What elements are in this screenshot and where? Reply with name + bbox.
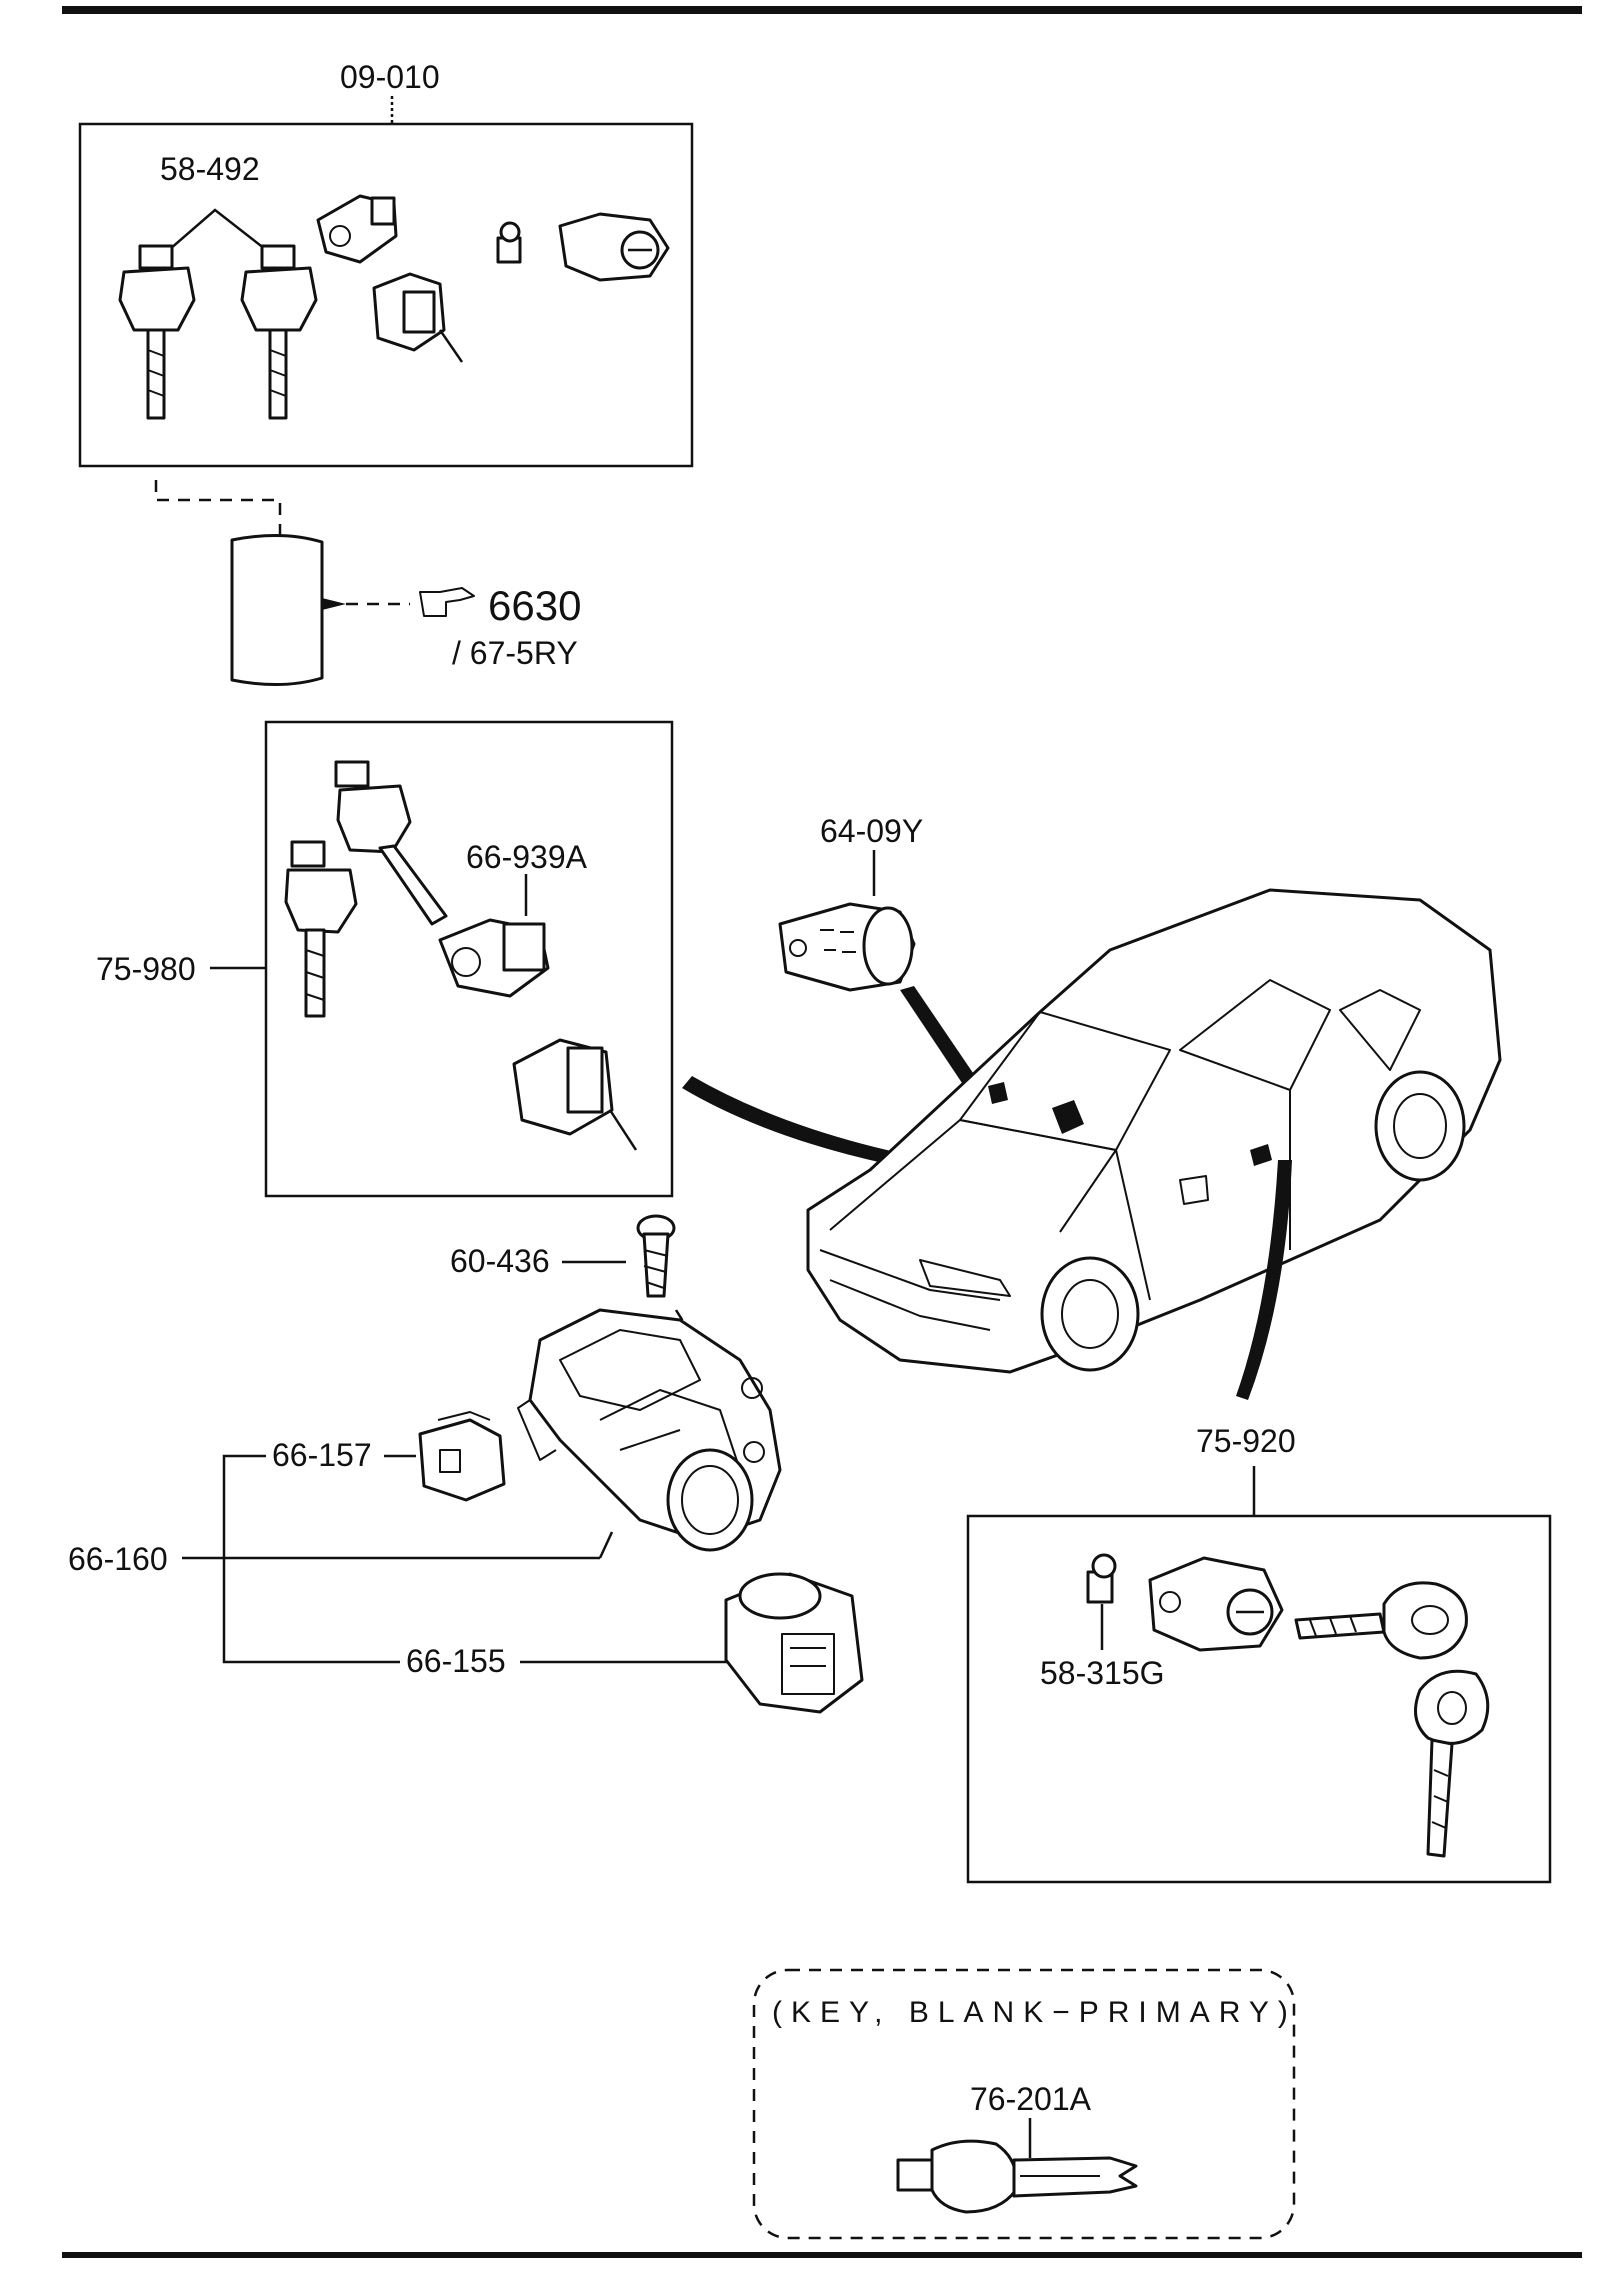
wheel-rear <box>1374 1070 1466 1182</box>
key-right <box>240 244 318 420</box>
top-rule <box>62 6 1582 14</box>
label-door-cylinder: 64-09Y <box>820 813 923 849</box>
door-cylinder-group: 64-09Y <box>778 813 990 1104</box>
label-insert-middle: 66-939A <box>466 839 588 875</box>
cylinder-right <box>1148 1556 1284 1652</box>
cylinder-top <box>558 212 670 282</box>
sleeve-group: 6630 / 67-5RY <box>230 534 581 686</box>
label-kit-middle: 75-980 <box>96 951 196 987</box>
caption-blank-primary: (KEY, BLANK−PRIMARY) <box>772 1996 1297 2029</box>
key-right-b <box>1414 1669 1490 1858</box>
finger-pointer-icon <box>419 587 475 617</box>
insert-middle-lower <box>512 1038 638 1151</box>
ignition-group: 60-436 66-157 66-160 <box>68 1214 864 1714</box>
clip-top <box>496 221 522 264</box>
arrow-to-kit-right <box>1236 1160 1292 1400</box>
key-sleeve <box>230 534 324 686</box>
door-cylinder <box>778 902 916 992</box>
spring-clip <box>1086 1553 1117 1604</box>
label-sleeve-ref: 6630 <box>488 582 581 629</box>
kit-right-group: 75-920 58-315G <box>966 1423 1552 1884</box>
insert-middle <box>438 918 550 998</box>
car-body <box>806 888 1502 1374</box>
bottom-rule <box>62 2252 1582 2258</box>
callout-box <box>752 1968 1296 2240</box>
insert-upper <box>316 194 398 264</box>
ignition-switch <box>724 1572 864 1714</box>
blank-key <box>896 2139 1138 2214</box>
kit-top-group: 09-010 58-492 <box>78 59 694 540</box>
label-kit-top: 09-010 <box>340 59 440 95</box>
ignition-body <box>517 1308 782 1552</box>
connector <box>418 1411 506 1502</box>
screw <box>636 1214 676 1298</box>
kit-middle-box <box>264 720 674 1198</box>
blank-key-callout: (KEY, BLANK−PRIMARY) 76-201A <box>752 1968 1297 2240</box>
wheel-front <box>1040 1256 1140 1372</box>
kit-right-box <box>966 1514 1552 1884</box>
arrow-to-door <box>900 986 990 1104</box>
label-keys-top: 58-492 <box>160 151 260 187</box>
car-illustration <box>806 888 1502 1400</box>
label-connector: 66-157 <box>272 1437 372 1473</box>
label-ignition-assembly: 66-160 <box>68 1541 168 1577</box>
label-ignition-switch: 66-155 <box>406 1643 506 1679</box>
key-left <box>118 244 196 420</box>
label-spring-clip: 58-315G <box>1040 1655 1165 1691</box>
key-middle-b <box>284 840 358 1018</box>
insert-lower <box>372 272 464 363</box>
key-right-a <box>1294 1581 1468 1660</box>
kit-top-box <box>78 122 694 468</box>
label-sleeve-ref-sub: / 67-5RY <box>452 635 578 671</box>
label-kit-right: 75-920 <box>1196 1423 1296 1459</box>
label-screw: 60-436 <box>450 1243 550 1279</box>
label-blank-key: 76-201A <box>970 2081 1092 2117</box>
key-middle-a <box>334 760 448 926</box>
